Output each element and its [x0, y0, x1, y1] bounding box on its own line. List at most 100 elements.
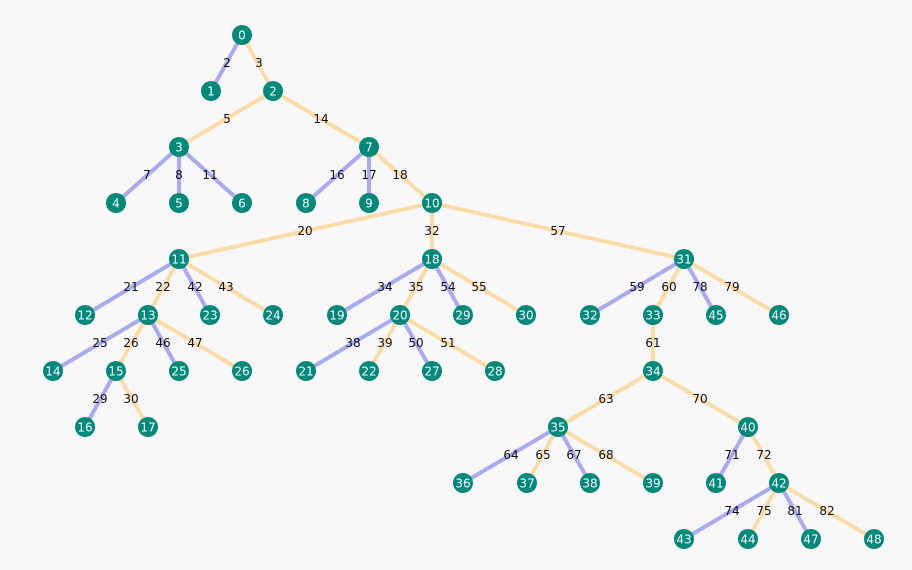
tree-node-16[interactable]: 16	[75, 417, 95, 437]
edge-label: 35	[408, 280, 423, 294]
tree-node-12[interactable]: 12	[75, 305, 95, 325]
node-label: 17	[140, 421, 155, 435]
tree-node-40[interactable]: 40	[738, 417, 758, 437]
tree-node-43[interactable]: 43	[674, 529, 694, 549]
tree-node-14[interactable]: 14	[43, 361, 63, 381]
tree-node-13[interactable]: 13	[138, 305, 158, 325]
tree-node-41[interactable]: 41	[706, 473, 726, 493]
node-label: 34	[645, 365, 660, 379]
node-label: 33	[645, 309, 660, 323]
tree-node-31[interactable]: 31	[674, 249, 694, 269]
tree-node-33[interactable]: 33	[643, 305, 663, 325]
node-label: 43	[676, 533, 691, 547]
tree-node-1[interactable]: 1	[201, 81, 221, 101]
tree-node-6[interactable]: 6	[232, 193, 252, 213]
edge-13-14	[51, 313, 150, 373]
edge-13-25	[146, 314, 181, 372]
edge-label: 82	[819, 504, 834, 518]
tree-node-46[interactable]: 46	[769, 305, 789, 325]
edge-label: 22	[155, 280, 170, 294]
node-circle	[296, 361, 316, 381]
node-circle	[738, 417, 758, 437]
node-label: 21	[298, 365, 313, 379]
node-label: 1	[207, 85, 215, 99]
node-label: 26	[234, 365, 249, 379]
node-label: 3	[175, 141, 183, 155]
edge-11-24	[177, 257, 275, 317]
node-circle	[517, 473, 537, 493]
tree-node-29[interactable]: 29	[453, 305, 473, 325]
node-circle	[801, 529, 821, 549]
tree-node-20[interactable]: 20	[390, 305, 410, 325]
tree-node-0[interactable]: 0	[232, 25, 252, 45]
edge-34-35	[556, 369, 655, 429]
node-circle	[232, 361, 252, 381]
tree-node-48[interactable]: 48	[864, 529, 884, 549]
node-label: 6	[238, 197, 246, 211]
tree-node-21[interactable]: 21	[296, 361, 316, 381]
tree-node-3[interactable]: 3	[169, 137, 189, 157]
node-label: 46	[771, 309, 786, 323]
tree-node-10[interactable]: 10	[422, 193, 442, 213]
tree-node-9[interactable]: 9	[359, 193, 379, 213]
tree-node-25[interactable]: 25	[169, 361, 189, 381]
node-label: 13	[140, 309, 155, 323]
tree-node-28[interactable]: 28	[485, 361, 505, 381]
tree-node-18[interactable]: 18	[422, 249, 442, 269]
node-circle	[232, 193, 252, 213]
tree-node-4[interactable]: 4	[106, 193, 126, 213]
tree-node-35[interactable]: 35	[548, 417, 568, 437]
tree-node-5[interactable]: 5	[169, 193, 189, 213]
node-circle	[138, 417, 158, 437]
tree-node-34[interactable]: 34	[643, 361, 663, 381]
tree-node-42[interactable]: 42	[769, 473, 789, 493]
edge-label: 21	[123, 280, 138, 294]
edge-label: 81	[787, 504, 802, 518]
node-circle	[169, 193, 189, 213]
tree-node-17[interactable]: 17	[138, 417, 158, 437]
node-circle	[43, 361, 63, 381]
edge-42-44	[746, 482, 781, 540]
tree-node-2[interactable]: 2	[263, 81, 283, 101]
edge-label: 18	[392, 168, 407, 182]
tree-node-26[interactable]: 26	[232, 361, 252, 381]
edge-label: 26	[123, 336, 138, 350]
node-circle	[674, 249, 694, 269]
edge-label: 25	[92, 336, 107, 350]
tree-node-37[interactable]: 37	[517, 473, 537, 493]
edge-31-46	[682, 257, 781, 317]
node-circle	[422, 193, 442, 213]
edge-18-19	[335, 257, 434, 317]
node-circle	[263, 305, 283, 325]
tree-node-30[interactable]: 30	[516, 305, 536, 325]
edge-42-47	[777, 482, 813, 540]
node-label: 37	[519, 477, 534, 491]
node-label: 35	[550, 421, 565, 435]
tree-node-23[interactable]: 23	[200, 305, 220, 325]
tree-node-15[interactable]: 15	[106, 361, 126, 381]
node-circle	[453, 473, 473, 493]
tree-node-7[interactable]: 7	[359, 137, 379, 157]
tree-node-32[interactable]: 32	[580, 305, 600, 325]
tree-node-47[interactable]: 47	[801, 529, 821, 549]
tree-node-11[interactable]: 11	[169, 249, 189, 269]
tree-node-8[interactable]: 8	[296, 193, 316, 213]
tree-node-36[interactable]: 36	[453, 473, 473, 493]
edge-15-17	[114, 370, 150, 428]
edge-label: 67	[566, 448, 581, 462]
tree-node-19[interactable]: 19	[327, 305, 347, 325]
edge-label: 55	[471, 280, 486, 294]
tree-node-38[interactable]: 38	[580, 473, 600, 493]
tree-node-44[interactable]: 44	[738, 529, 758, 549]
tree-node-24[interactable]: 24	[263, 305, 283, 325]
node-label: 22	[361, 365, 376, 379]
tree-node-45[interactable]: 45	[706, 305, 726, 325]
tree-node-27[interactable]: 27	[422, 361, 442, 381]
node-label: 15	[108, 365, 123, 379]
tree-node-22[interactable]: 22	[359, 361, 379, 381]
node-circle	[769, 473, 789, 493]
node-label: 38	[582, 477, 597, 491]
tree-node-39[interactable]: 39	[643, 473, 663, 493]
node-circle	[169, 361, 189, 381]
